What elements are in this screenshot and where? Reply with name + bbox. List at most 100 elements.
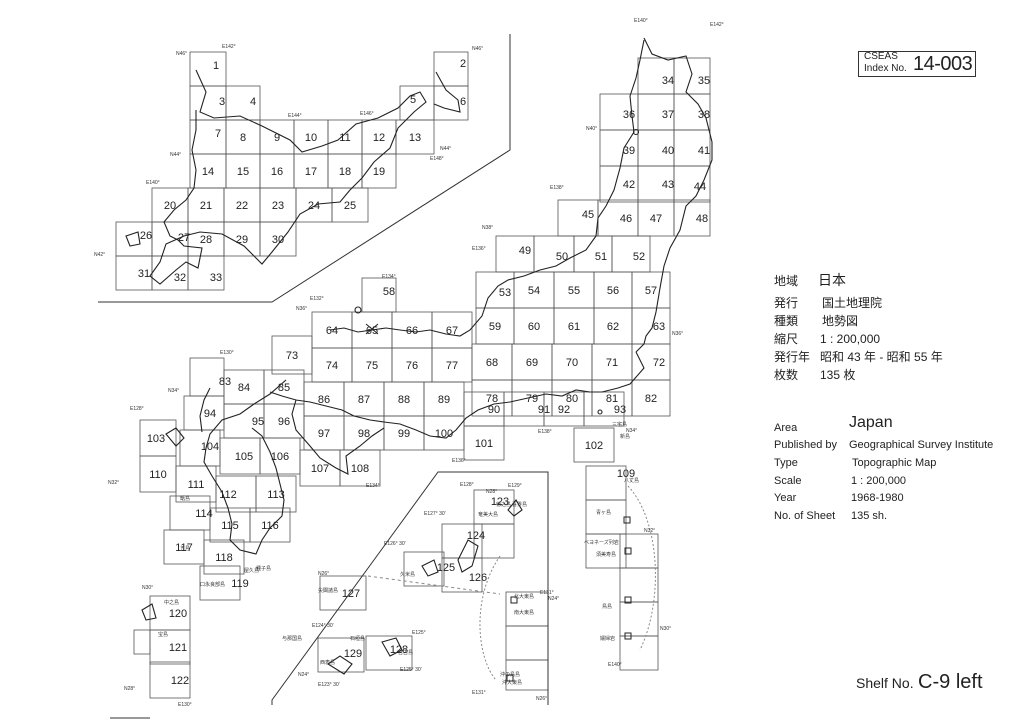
sheet-number-39: 39: [623, 145, 635, 157]
sheet-number-50: 50: [556, 251, 568, 263]
info-en-key: Type: [774, 457, 798, 469]
coordinate-label: N42°: [94, 252, 105, 258]
sheet-cell: [619, 601, 659, 637]
sheet-number-67: 67: [446, 325, 458, 337]
sheet-number-73: 73: [286, 350, 298, 362]
coordinate-label: N32°: [108, 480, 119, 486]
sheet-number-94: 94: [204, 408, 216, 420]
coordinate-label: E142°: [222, 44, 236, 50]
sheet-cell: [203, 539, 245, 575]
info-jp-key: 地域: [774, 274, 799, 288]
sheet-number-88: 88: [398, 394, 410, 406]
island-marker-icon: [624, 632, 632, 640]
cross-mark-icon: [365, 323, 379, 335]
island-marker-icon: [510, 596, 518, 604]
sheet-number-95: 95: [252, 416, 264, 428]
inset-frames: [98, 34, 656, 719]
sheet-number-5: 5: [410, 94, 416, 106]
place-label: 沖大東島: [502, 679, 522, 686]
coastline-path: [507, 499, 523, 517]
coordinate-label: E136°: [472, 246, 486, 252]
coordinate-label: N30°: [142, 585, 153, 591]
info-en-value: 135 sh.: [851, 510, 888, 522]
sheet-number-27: 27: [178, 232, 190, 244]
place-label: 喜界島: [512, 501, 527, 508]
place-label: ベヨネーズ列岩: [584, 539, 619, 546]
place-label: 南大東島: [514, 609, 534, 616]
sheet-number-56: 56: [607, 285, 619, 297]
coordinate-label: N44°: [440, 146, 451, 152]
sheet-number-102: 102: [585, 440, 603, 452]
coordinate-label: E140°: [608, 662, 622, 668]
info-jp-key: 発行年: [774, 350, 811, 364]
place-label: 尖閣諸島: [318, 587, 338, 594]
info-en-key: Year: [774, 492, 797, 504]
info-jp-value: 昭和 43 年 - 昭和 55 年: [820, 350, 943, 364]
sheet-number-22: 22: [236, 200, 248, 212]
sheet-number-47: 47: [650, 213, 662, 225]
sheet-number-111: 111: [188, 479, 205, 491]
sheet-number-44: 44: [694, 181, 706, 193]
sheet-number-81: 81: [606, 393, 618, 405]
sheet-cell: [133, 629, 151, 655]
sheet-number-96: 96: [278, 416, 290, 428]
sheet-number-63: 63: [653, 321, 665, 333]
sheet-number-16: 16: [271, 166, 283, 178]
sheet-number-114: 114: [195, 508, 213, 520]
place-label: 宝島: [158, 631, 168, 638]
sheet-cell: [441, 557, 483, 593]
place-label: 三宅島: [612, 421, 627, 428]
info-jp-key: 枚数: [774, 368, 799, 382]
coastline-path: [421, 559, 439, 577]
coordinate-label: E128°: [460, 482, 474, 488]
sheet-number-51: 51: [595, 251, 607, 263]
coastline-path: [329, 39, 645, 337]
info-jp-key: 縮尺: [774, 332, 799, 346]
sheet-number-100: 100: [435, 428, 453, 440]
sheet-cell: [573, 427, 615, 463]
coastline: [125, 37, 713, 675]
info-jp-value: 地勢図: [822, 314, 859, 328]
sheet-number-80: 80: [566, 393, 578, 405]
place-label: 鳥島: [602, 603, 612, 610]
sheet-number-122: 122: [171, 675, 189, 687]
sheet-number-126: 126: [469, 572, 487, 584]
coordinate-label: E127° 30': [424, 511, 446, 517]
sheet-number-25: 25: [344, 200, 356, 212]
coastline-path: [125, 231, 141, 247]
dashed-link-line: [627, 485, 656, 651]
sheet-cell: [199, 565, 241, 601]
coordinate-label: E146°: [360, 111, 374, 117]
index-number-box: CSEAS Index No. 14-003: [858, 51, 976, 77]
sheet-number-112: 112: [219, 489, 237, 501]
shelf-number: Shelf No. C-9 left: [856, 671, 983, 694]
sheet-number-8: 8: [240, 132, 246, 144]
sheet-number-71: 71: [606, 357, 618, 369]
info-en-key: Area: [774, 422, 798, 434]
sheet-number-15: 15: [237, 166, 249, 178]
sheet-number-117: 117: [175, 542, 193, 554]
coastline-path: [635, 37, 713, 353]
coastline-path: [457, 539, 479, 573]
sheet-number-89: 89: [438, 394, 450, 406]
sheet-number-74: 74: [326, 360, 338, 372]
sheet-cell: [473, 523, 515, 559]
coastline-path: [141, 603, 157, 621]
sheet-number-124: 124: [467, 530, 485, 542]
coordinate-label: E132°: [310, 296, 324, 302]
sheet-number-125: 125: [437, 562, 455, 574]
sheet-number-7: 7: [215, 128, 221, 140]
sheet-cell: [631, 379, 671, 417]
sheet-number-1: 1: [213, 60, 219, 72]
sheet-number-121: 121: [169, 642, 187, 654]
coordinate-label: E130°: [178, 702, 192, 708]
inset-frame-line: [98, 34, 511, 303]
island-marker-icon: [624, 547, 632, 555]
sheet-number-72: 72: [653, 357, 665, 369]
sheet-number-109: 109: [617, 468, 635, 480]
coordinate-label: E131°: [472, 690, 486, 696]
coordinate-label: N34°: [168, 388, 179, 394]
sheet-number-48: 48: [696, 213, 708, 225]
sheet-number-103: 103: [147, 433, 165, 445]
coastline-path: [269, 351, 645, 439]
